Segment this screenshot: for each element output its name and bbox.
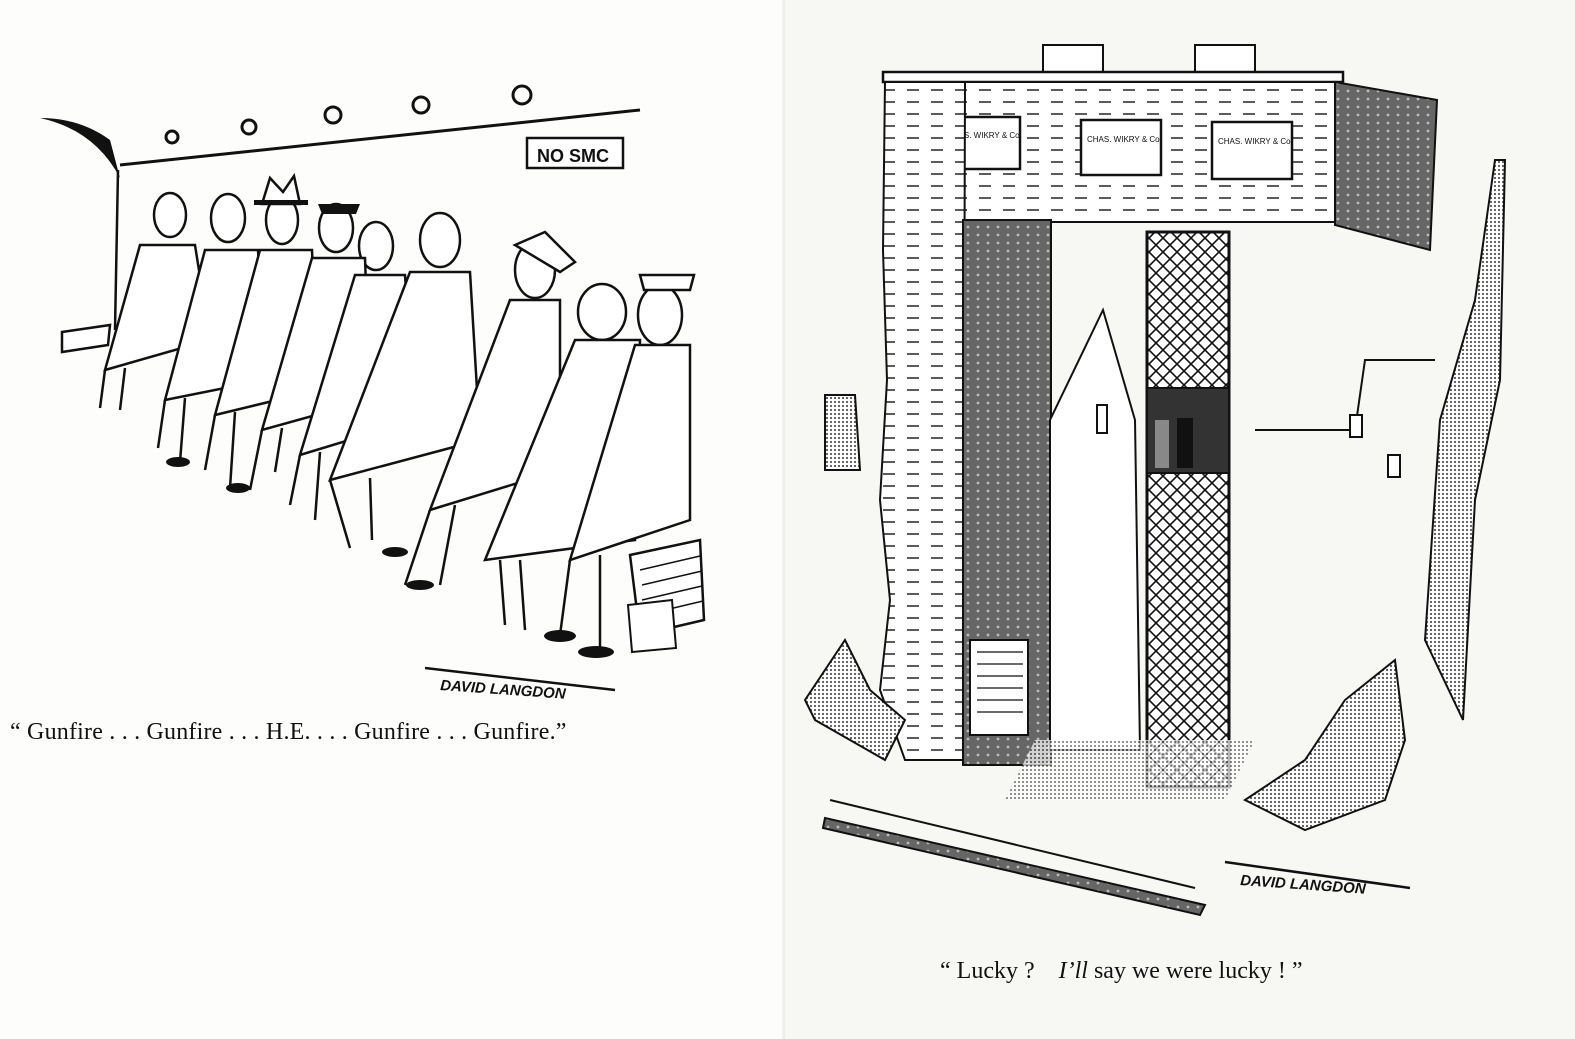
- svg-text:CHAS. WIKRY & Co.: CHAS. WIKRY & Co.: [1087, 135, 1162, 144]
- svg-text:DAVID LANGDON: DAVID LANGDON: [440, 677, 568, 703]
- svg-text:DAVID LANGDON: DAVID LANGDON: [1240, 872, 1368, 898]
- office-windows: [938, 115, 1294, 181]
- right-caption: “ Lucky ? I’ll say we were lucky ! ”: [940, 958, 1303, 985]
- left-caption: “ Gunfire . . . Gunfire . . . H.E. . . .…: [10, 719, 567, 745]
- svg-text:NO SMC: NO SMC: [537, 146, 609, 166]
- hats: [254, 172, 696, 292]
- svg-text:CHAS. WIKRY & Co.: CHAS. WIKRY & Co.: [947, 131, 1022, 140]
- left-page: NO SMC: [0, 0, 785, 1039]
- caption-part2: say we were lucky ! ”: [1093, 958, 1303, 984]
- right-page: CHAS. WIKRY & Co. CHAS. WIKRY & Co. CHAS…: [785, 0, 1575, 1039]
- bombed-building-lift-cartoon: CHAS. WIKRY & Co. CHAS. WIKRY & Co. CHAS…: [803, 44, 1507, 917]
- caption-part1: “ Lucky ?: [940, 958, 1035, 984]
- svg-text:CHAS. WIKRY & Co.: CHAS. WIKRY & Co.: [1218, 137, 1293, 146]
- signature-left: DAVID LANGDON: [424, 666, 616, 703]
- seated-figures: [103, 191, 692, 562]
- air-raid-shelter-cartoon: NO SMC: [40, 84, 706, 703]
- legs: [98, 367, 602, 650]
- caption-italic: I’ll: [1058, 958, 1088, 984]
- no-smoking-sign: NO SMC: [525, 136, 625, 170]
- signature-right: DAVID LANGDON: [1224, 860, 1411, 898]
- ceiling-lights: [164, 84, 533, 145]
